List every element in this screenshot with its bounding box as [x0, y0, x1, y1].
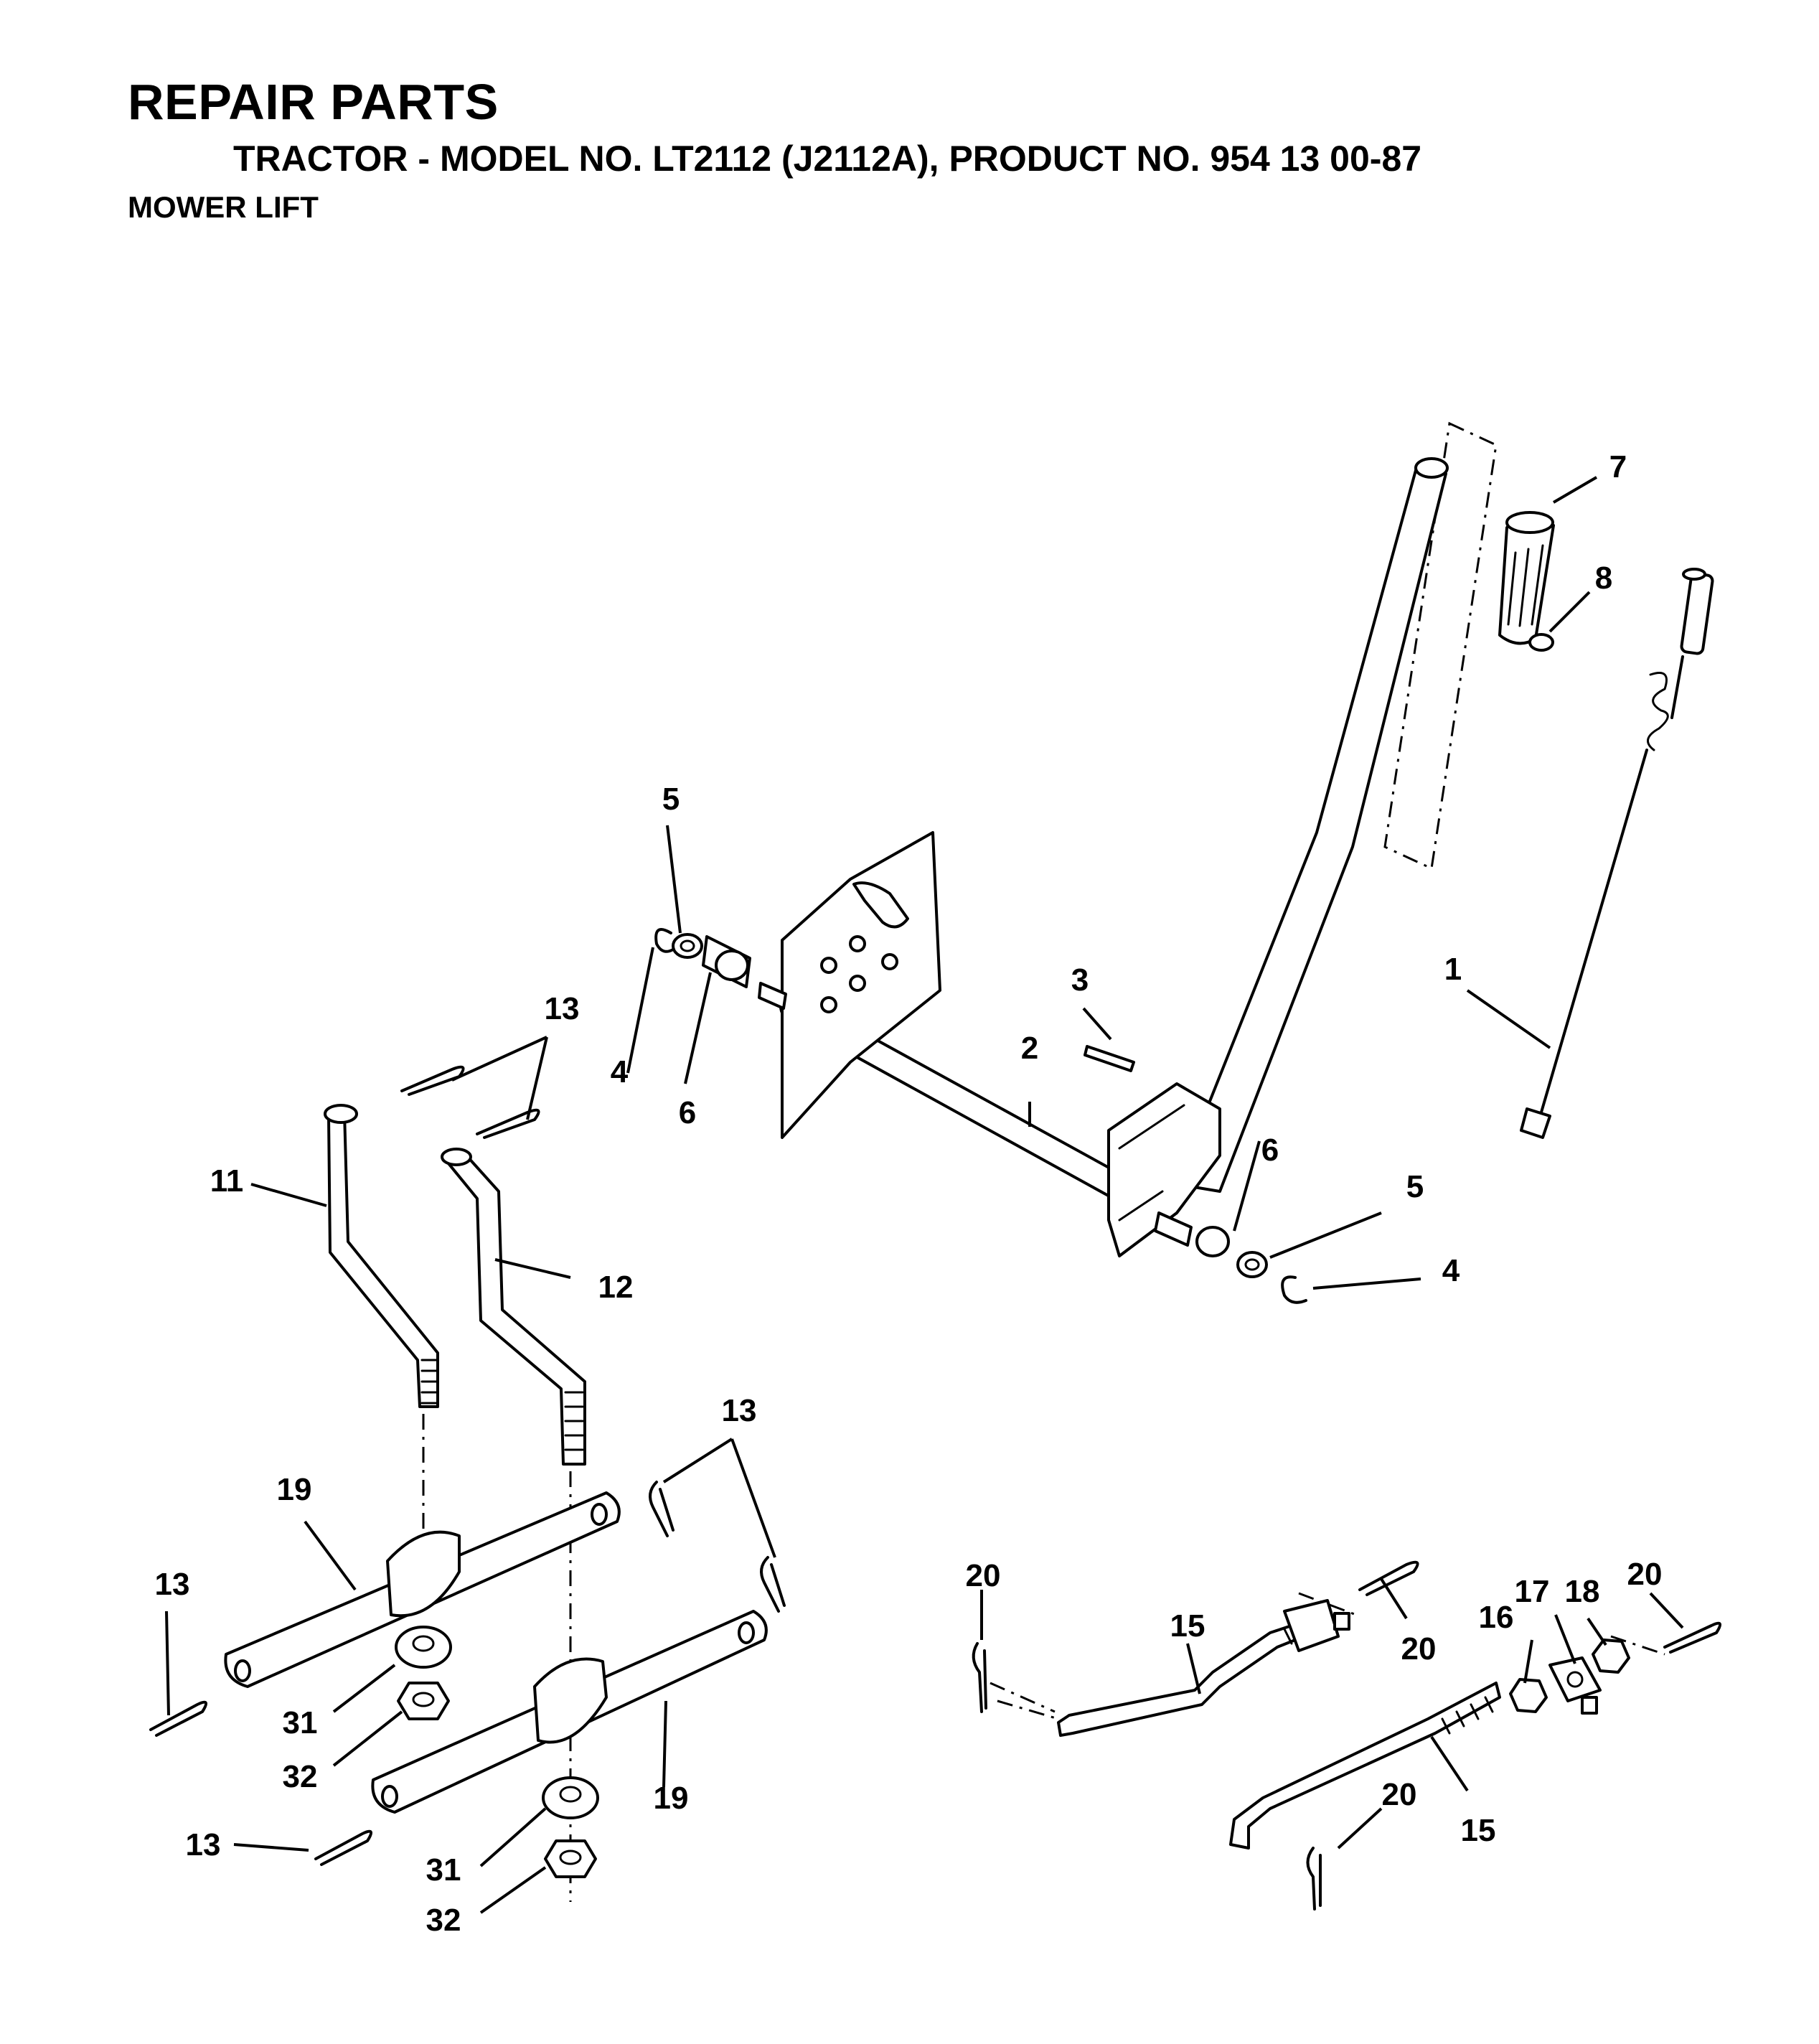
part-19-lift-arm-lower — [371, 1610, 768, 1814]
page-title: REPAIR PARTS — [128, 74, 499, 130]
centerline-clip — [997, 1700, 1059, 1720]
callout-19-upper: 19 — [277, 1472, 312, 1507]
callout-31-upper: 31 — [283, 1705, 318, 1740]
part-17-ferrule — [1548, 1656, 1602, 1715]
part-5-washer-left — [672, 933, 703, 959]
part-6-bushing-right — [1195, 1226, 1230, 1257]
part-32-nut-upper — [397, 1682, 450, 1720]
centerline-rod-right — [1610, 1635, 1665, 1656]
part-13-hairpin-clip-lower-b — [314, 1829, 373, 1866]
part-5-washer-right — [1236, 1251, 1268, 1278]
callout-18: 18 — [1565, 1574, 1600, 1609]
callout-32-lower: 32 — [426, 1903, 461, 1938]
pivot-bracket — [1107, 1082, 1221, 1257]
part-31-spacer-upper — [395, 1626, 452, 1669]
callout-labels: 7 8 1 2 3 5 4 6 6 5 4 13 11 12 13 19 13 … — [155, 449, 1663, 1938]
callout-12: 12 — [598, 1270, 634, 1305]
callout-31-lower: 31 — [426, 1852, 461, 1888]
part-16-nut — [1509, 1678, 1548, 1713]
callout-8: 8 — [1595, 561, 1612, 596]
callout-5-right: 5 — [1406, 1169, 1424, 1204]
callout-20-d: 20 — [1382, 1777, 1417, 1812]
callout-6-right: 6 — [1261, 1133, 1279, 1168]
part-19-lift-arm-upper — [224, 1491, 621, 1688]
callout-11: 11 — [210, 1163, 244, 1199]
handle-phantom-outline — [1383, 421, 1498, 871]
section-title: MOWER LIFT — [128, 190, 319, 224]
part-31-spacer-lower — [542, 1776, 599, 1819]
part-3-roll-pin — [1084, 1045, 1135, 1072]
model-subtitle: TRACTOR - MODEL NO. LT2112 (J2112A), PRO… — [233, 139, 1422, 179]
part-7-handle-grip — [1498, 511, 1555, 645]
callout-15-lower: 15 — [1461, 1813, 1496, 1848]
part-20-hairpin-clip-a — [972, 1642, 987, 1713]
centerline-rod-upper — [990, 1682, 1056, 1713]
part-20-hairpin-clip-d — [1306, 1847, 1322, 1911]
part-15-adjust-rod-lower — [1229, 1682, 1501, 1850]
part-4-retainer-clip-left — [654, 928, 680, 953]
shaft-end-right — [1154, 1211, 1193, 1247]
part-6-bushing-left — [702, 935, 751, 988]
part-20-hairpin-clip-b — [1358, 1560, 1419, 1596]
part-20-hairpin-clip-c — [1663, 1621, 1722, 1654]
callout-20-a: 20 — [966, 1558, 1001, 1593]
part-8-nut — [1528, 633, 1554, 652]
callout-6-left: 6 — [679, 1095, 696, 1130]
part-1-lift-cable-spring — [1520, 568, 1714, 1139]
callout-5-left: 5 — [662, 782, 680, 817]
callout-2: 2 — [1021, 1031, 1038, 1066]
callout-13-lower-bottom: 13 — [186, 1827, 221, 1862]
part-18-nut — [1592, 1639, 1630, 1674]
part-32-nut-lower — [544, 1839, 597, 1878]
callout-17: 17 — [1515, 1574, 1550, 1609]
callout-3: 3 — [1071, 962, 1089, 998]
part-13-hairpin-clip-mid-a — [649, 1481, 675, 1537]
callout-4-right: 4 — [1442, 1253, 1460, 1288]
callout-20-c: 20 — [1627, 1557, 1663, 1592]
callout-16: 16 — [1479, 1600, 1514, 1635]
callout-13-lower-left: 13 — [155, 1567, 190, 1602]
shaft-end-left — [758, 982, 787, 1010]
callout-20-b: 20 — [1401, 1631, 1437, 1666]
ferrule-assembly-upper — [1283, 1599, 1350, 1652]
callout-7: 7 — [1609, 449, 1627, 484]
callout-13-upper: 13 — [545, 991, 580, 1026]
part-13-hairpin-clip-upper-b — [476, 1108, 540, 1139]
centerline-rod-ferrule — [1298, 1592, 1357, 1616]
mounting-plate — [781, 831, 941, 1139]
lift-handle — [1175, 457, 1449, 1193]
part-13-hairpin-clip-lower-a — [149, 1700, 208, 1737]
leader-lines — [165, 476, 1684, 1914]
part-11-lift-link — [324, 1104, 439, 1408]
callout-1: 1 — [1444, 952, 1462, 987]
callout-32-upper: 32 — [283, 1759, 318, 1794]
callout-19-lower: 19 — [654, 1781, 689, 1816]
callout-13-mid: 13 — [722, 1393, 757, 1428]
part-12-lift-link — [441, 1148, 586, 1466]
callout-15-upper: 15 — [1170, 1608, 1205, 1644]
part-4-retainer-clip-right — [1281, 1275, 1307, 1304]
callout-4-left: 4 — [611, 1054, 629, 1089]
part-13-hairpin-clip-mid-b — [760, 1556, 786, 1613]
